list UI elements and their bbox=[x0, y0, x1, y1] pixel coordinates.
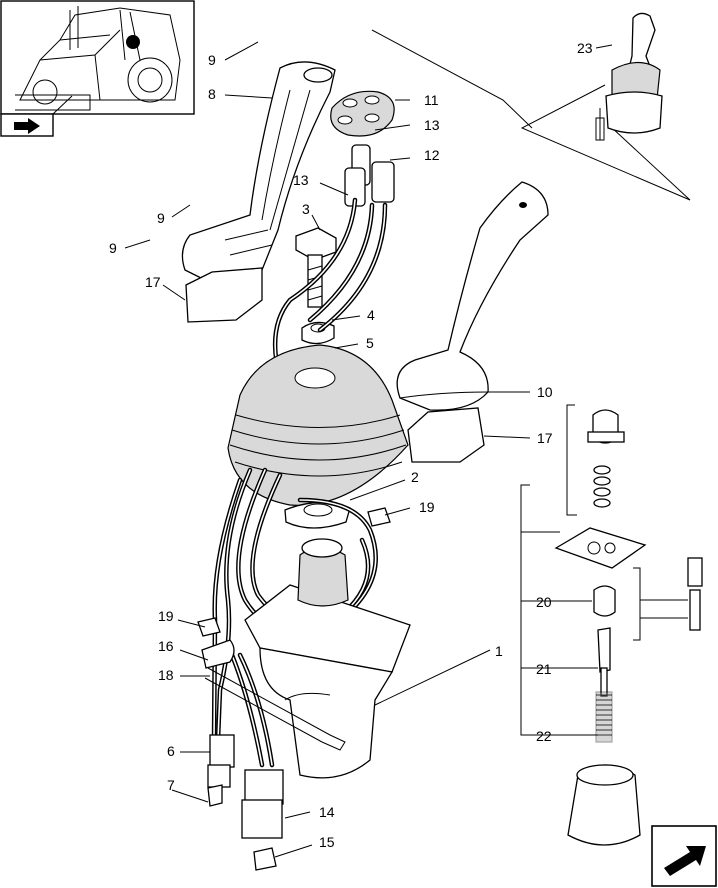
tractor-location-thumbnail-icon bbox=[0, 0, 195, 137]
guide-line bbox=[609, 125, 691, 201]
callout-15: 15 bbox=[319, 834, 335, 850]
callout-2: 2 bbox=[411, 469, 419, 485]
callout-19b: 19 bbox=[158, 608, 174, 624]
callout-19a: 19 bbox=[419, 499, 435, 515]
connector-14 bbox=[241, 769, 284, 839]
callout-9a: 9 bbox=[208, 52, 216, 68]
callout-9b: 9 bbox=[157, 210, 165, 226]
connector-6 bbox=[207, 734, 235, 788]
lever-housing-8 bbox=[181, 61, 336, 282]
callout-9c: 9 bbox=[109, 240, 117, 256]
guide-line bbox=[520, 84, 691, 201]
clip-7 bbox=[207, 784, 223, 807]
bracket-left bbox=[566, 404, 577, 516]
guide-line bbox=[371, 29, 533, 129]
callout-8: 8 bbox=[208, 86, 216, 102]
rubber-boot-5 bbox=[227, 344, 409, 506]
wire-harness bbox=[272, 197, 388, 388]
callout-13b: 13 bbox=[293, 172, 309, 188]
callout-23: 23 bbox=[577, 40, 593, 56]
pad-block-17-left bbox=[185, 267, 263, 323]
callout-18: 18 bbox=[158, 667, 174, 683]
callout-16: 16 bbox=[158, 638, 174, 654]
cable-tie-19-lower bbox=[197, 617, 221, 637]
callout-4: 4 bbox=[367, 307, 375, 323]
callout-11: 11 bbox=[424, 92, 439, 108]
gasket-11 bbox=[330, 90, 395, 137]
clip-16 bbox=[201, 639, 235, 669]
callout-17a: 17 bbox=[145, 274, 161, 290]
callout-14: 14 bbox=[319, 804, 335, 820]
callout-10: 10 bbox=[537, 384, 553, 400]
pad-block-17-right bbox=[407, 407, 485, 463]
strap-18 bbox=[204, 667, 346, 751]
callout-17b: 17 bbox=[537, 430, 553, 446]
callout-13a: 13 bbox=[424, 117, 440, 133]
callout-1: 1 bbox=[495, 643, 503, 659]
connector-12-13 bbox=[344, 144, 395, 207]
callout-5: 5 bbox=[366, 335, 374, 351]
next-page-arrow-icon[interactable] bbox=[651, 825, 717, 887]
joystick-assembly-23 bbox=[595, 12, 663, 141]
valve-body-1 bbox=[244, 538, 411, 779]
callout-12: 12 bbox=[424, 147, 440, 163]
bolt-3 bbox=[295, 227, 337, 308]
callout-20: 20 bbox=[536, 594, 552, 610]
callout-7: 7 bbox=[167, 777, 175, 793]
callout-6: 6 bbox=[167, 743, 175, 759]
handle-10 bbox=[396, 181, 549, 411]
nut-4 bbox=[301, 321, 335, 345]
callout-22: 22 bbox=[536, 728, 552, 744]
bracket-right bbox=[633, 567, 641, 641]
valve-spring-kit bbox=[554, 409, 703, 846]
bracket-main bbox=[520, 484, 533, 736]
callout-3: 3 bbox=[302, 201, 310, 217]
terminal-15 bbox=[253, 847, 277, 871]
cable-tie-19-upper bbox=[367, 507, 391, 527]
plate-2 bbox=[284, 501, 351, 529]
callout-21: 21 bbox=[536, 661, 552, 677]
